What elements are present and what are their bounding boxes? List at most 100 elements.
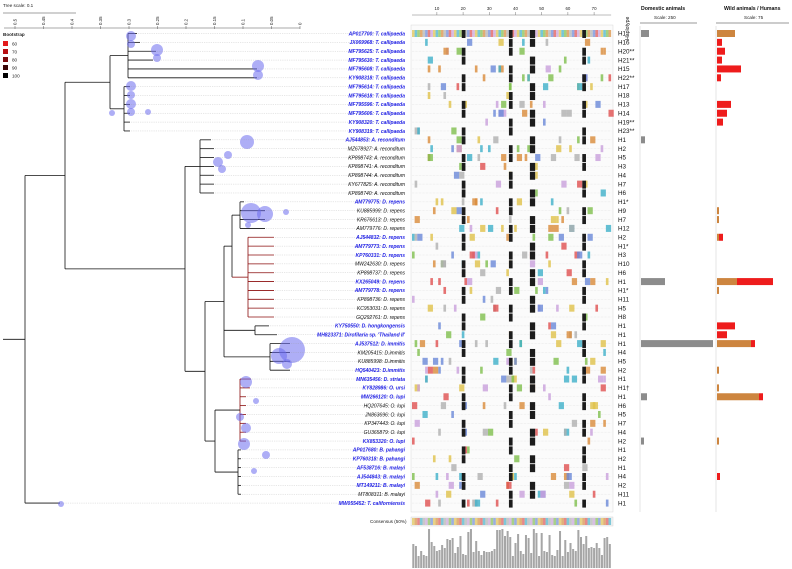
consensus-cell — [459, 518, 462, 525]
conservation-bar — [579, 537, 582, 568]
haplotype-label: H1 — [618, 137, 627, 144]
legend-item-label: 70 — [12, 49, 18, 54]
consensus-cell — [456, 518, 460, 525]
taxon-label: MF795614: T. callipaeda — [348, 84, 405, 90]
bootstrap-bubble — [238, 438, 250, 450]
alignment-cell — [569, 224, 575, 232]
alignment-cell — [453, 171, 460, 179]
conservation-bar — [417, 556, 420, 568]
legend-swatch — [3, 49, 8, 54]
bootstrap-bubble — [126, 31, 136, 41]
alignment-cell — [414, 233, 418, 241]
alignment-conserved-cell — [508, 357, 513, 366]
alignment-conserved-cell — [461, 340, 466, 349]
conservation-bar — [438, 550, 441, 568]
consensus-cell — [412, 518, 415, 525]
conservation-bar — [524, 535, 527, 568]
haplotype-label: H7 — [618, 421, 627, 428]
taxon-label: AJ544853: A. reconditum — [344, 138, 405, 144]
wild-bar — [717, 286, 719, 294]
alignment-conserved-cell — [582, 499, 586, 508]
taxon-label: KY677825: A. reconditum — [348, 182, 405, 188]
alignment-cell — [427, 366, 433, 374]
alignment-conserved-cell — [529, 402, 536, 411]
alignment-conserved-cell — [461, 295, 466, 304]
taxon-label: AM779778: D. repens — [354, 288, 406, 294]
wild-bar — [717, 30, 735, 37]
bootstrap-bubble — [253, 398, 259, 404]
alignment-cell — [529, 366, 533, 374]
alignment-cell — [511, 375, 515, 383]
taxon-label: AF538716: B. malayi — [356, 465, 406, 471]
alignment-cell — [469, 233, 475, 241]
bootstrap-bubble — [283, 209, 289, 215]
consensus-cell — [522, 518, 525, 525]
alignment-conserved-cell — [582, 216, 586, 225]
bootstrap-bubble — [127, 40, 135, 48]
alignment-tick-label: 30 — [487, 6, 492, 11]
conservation-bar — [540, 533, 543, 568]
haplotype-label: H1 — [618, 31, 627, 38]
alignment-cell — [438, 366, 441, 374]
alignment-cell — [469, 224, 473, 232]
wild-bar — [717, 366, 719, 374]
alignment-conserved-cell — [529, 322, 536, 331]
consensus-cell — [529, 518, 533, 525]
bootstrap-legend-title: Bootstrap — [3, 32, 25, 37]
alignment-cell — [540, 490, 546, 498]
alignment-cell — [584, 357, 588, 365]
conservation-bar — [475, 541, 478, 568]
alignment-cell — [467, 154, 473, 162]
bootstrap-bubble — [271, 348, 287, 364]
haplotype-label: H13 — [618, 102, 630, 109]
alignment-cell — [412, 437, 415, 445]
alignment-conserved-cell — [461, 109, 466, 118]
consensus-cell — [485, 518, 488, 525]
alignment-cell — [446, 490, 452, 498]
consensus-cell — [540, 518, 543, 525]
axis-tick-label: 0.4 — [70, 18, 75, 25]
alignment-cell — [563, 464, 570, 472]
alignment-conserved-cell — [529, 145, 536, 154]
alignment-cell — [451, 464, 457, 472]
alignment-cell — [412, 251, 415, 259]
alignment-cell — [566, 269, 572, 277]
consensus-cell — [472, 518, 475, 525]
haplotype-label: H16 — [618, 40, 630, 47]
alignment-cell — [563, 428, 567, 436]
alignment-cell — [561, 242, 567, 250]
alignment-conserved-cell — [508, 437, 513, 446]
alignment-cell — [501, 30, 504, 37]
conservation-bar — [448, 540, 451, 568]
conservation-bar — [543, 551, 546, 568]
conservation-bar — [435, 551, 438, 568]
axis-tick-label: 0.1 — [241, 18, 246, 25]
bootstrap-bubble — [282, 359, 292, 369]
conservation-bar — [498, 530, 501, 568]
alignment-cell — [451, 410, 454, 418]
alignment-conserved-cell — [508, 304, 513, 313]
haplotype-label: H1† — [618, 385, 630, 392]
taxon-label: HQ207645: O. lupi — [364, 403, 406, 409]
legend-item-label: 100 — [12, 73, 20, 78]
alignment-cell — [506, 30, 509, 37]
alignment-cell — [556, 145, 562, 153]
alignment-cell — [461, 198, 465, 206]
consensus-cell — [519, 518, 523, 525]
alignment-conserved-cell — [529, 304, 536, 313]
alignment-conserved-cell — [461, 348, 466, 357]
alignment-tick-label: 40 — [513, 6, 518, 11]
axis-tick-label: 0.5 — [13, 18, 18, 25]
alignment-cell — [522, 74, 525, 82]
taxon-label: AJ544832: D. repens — [355, 235, 405, 241]
legend-item-label: 90 — [12, 65, 18, 70]
conservation-bar — [519, 551, 522, 568]
alignment-conserved-cell — [508, 331, 513, 340]
alignment-conserved-cell — [529, 198, 536, 207]
alignment-conserved-cell — [508, 74, 513, 83]
human-bar — [751, 340, 755, 348]
conservation-bar — [414, 546, 417, 568]
alignment-cell — [446, 30, 449, 37]
